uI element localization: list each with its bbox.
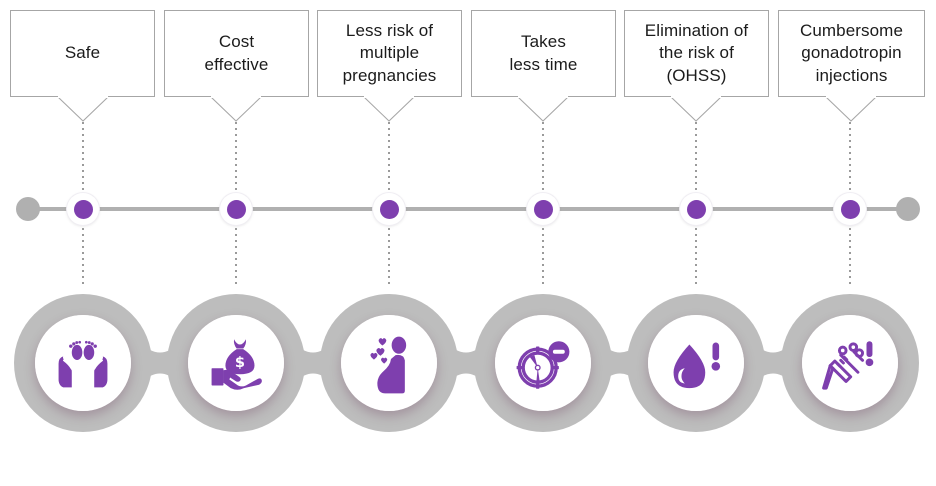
syringe-exclamation-icon bbox=[822, 341, 874, 390]
callout-tail-4 bbox=[518, 96, 568, 122]
icon-circle-1[interactable] bbox=[35, 315, 131, 411]
timeline-node-3[interactable] bbox=[373, 193, 405, 225]
callout-tail-3 bbox=[364, 96, 414, 122]
dotted-connector-bottom-2 bbox=[235, 228, 237, 286]
dotted-connector-bottom-5 bbox=[695, 228, 697, 286]
timeline-node-2[interactable] bbox=[220, 193, 252, 225]
pregnant-woman-hearts-icon bbox=[370, 336, 407, 394]
dotted-connector-bottom-1 bbox=[82, 228, 84, 286]
timeline-node-dot bbox=[840, 199, 860, 219]
dotted-connector-top-1 bbox=[82, 122, 84, 194]
timeline-axis bbox=[24, 207, 912, 211]
callout-tail-2 bbox=[211, 96, 261, 122]
timeline-node-dot bbox=[686, 199, 706, 219]
dotted-connector-top-5 bbox=[695, 122, 697, 194]
callout-box-1: Safe bbox=[10, 10, 155, 97]
timeline-node-5[interactable] bbox=[680, 193, 712, 225]
callout-tail-5 bbox=[671, 96, 721, 122]
icon-circle-5[interactable] bbox=[648, 315, 744, 411]
droplet-exclamation-icon bbox=[673, 342, 721, 389]
dotted-connector-bottom-6 bbox=[849, 228, 851, 286]
dotted-connector-top-3 bbox=[388, 122, 390, 194]
baby-feet-in-hands-icon bbox=[58, 340, 108, 388]
icon-circle-4[interactable] bbox=[495, 315, 591, 411]
dotted-connector-bottom-4 bbox=[542, 228, 544, 286]
timeline-node-1[interactable] bbox=[67, 193, 99, 225]
callout-tail-6 bbox=[826, 96, 876, 122]
hand-holding-money-bag-icon: $ bbox=[211, 339, 262, 390]
timeline-node-4[interactable] bbox=[527, 193, 559, 225]
timeline-node-dot bbox=[533, 199, 553, 219]
callout-label-1: Safe bbox=[64, 43, 101, 63]
timeline-node-dot bbox=[73, 199, 93, 219]
dotted-connector-bottom-3 bbox=[388, 228, 390, 286]
icon-circle-2[interactable]: $ bbox=[188, 315, 284, 411]
timeline-node-dot bbox=[379, 199, 399, 219]
timeline-end-cap-right bbox=[896, 197, 920, 221]
dotted-connector-top-2 bbox=[235, 122, 237, 194]
icon-circle-3[interactable] bbox=[341, 315, 437, 411]
icon-circle-6[interactable] bbox=[802, 315, 898, 411]
timeline-end-cap-left bbox=[16, 197, 40, 221]
dotted-connector-top-6 bbox=[849, 122, 851, 194]
timeline-node-dot bbox=[226, 199, 246, 219]
callout-tail-1 bbox=[58, 96, 108, 122]
timeline-node-6[interactable] bbox=[834, 193, 866, 225]
svg-text:$: $ bbox=[235, 355, 245, 371]
dotted-connector-top-4 bbox=[542, 122, 544, 194]
clock-minus-icon bbox=[516, 341, 570, 389]
icon-chain-background bbox=[0, 282, 936, 452]
